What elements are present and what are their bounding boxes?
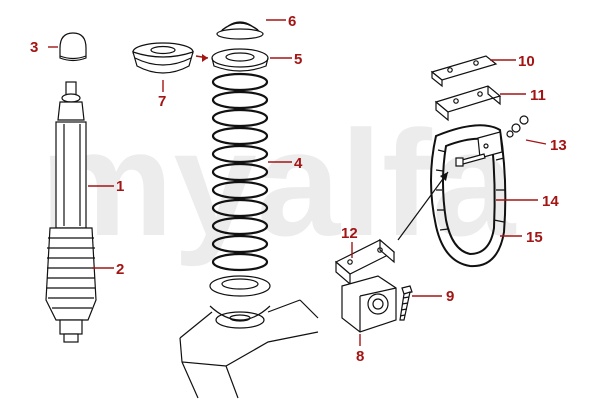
part-1-shock-absorber	[55, 81, 87, 229]
strap-bolt	[455, 153, 486, 167]
part-3-cap	[59, 32, 87, 62]
part-7-rubber-seat	[132, 42, 194, 74]
callout-2: 2	[116, 261, 124, 278]
leader-13	[525, 139, 547, 145]
part-6-bump-stop	[216, 21, 264, 40]
part-5-spring-seat	[211, 48, 269, 72]
callout-7: 7	[158, 93, 166, 110]
callout-6: 6	[288, 13, 296, 30]
part-12-bracket	[334, 238, 396, 286]
callout-11: 11	[530, 87, 546, 104]
part-2-bellows	[45, 227, 97, 343]
callout-1: 1	[116, 178, 124, 195]
callout-13: 13	[550, 137, 567, 154]
part-8-bush-block	[341, 275, 397, 333]
callout-10: 10	[518, 53, 535, 70]
callout-9: 9	[446, 288, 454, 305]
watermark: myalfa	[40, 99, 517, 267]
part-9-screw	[399, 285, 413, 321]
callout-4: 4	[294, 155, 303, 172]
part-14-strap	[430, 124, 507, 268]
callout-5: 5	[294, 51, 302, 68]
callout-15: 15	[526, 229, 543, 246]
part-4-coil-spring	[211, 72, 269, 272]
callout-3: 3	[30, 39, 38, 56]
callout-12: 12	[341, 225, 358, 242]
part-11-plate	[434, 85, 502, 122]
callout-8: 8	[356, 348, 364, 365]
lower-control-arm	[179, 299, 319, 399]
part-10-plate	[430, 55, 498, 88]
part-13-nuts	[506, 115, 529, 138]
callout-14: 14	[542, 193, 559, 210]
